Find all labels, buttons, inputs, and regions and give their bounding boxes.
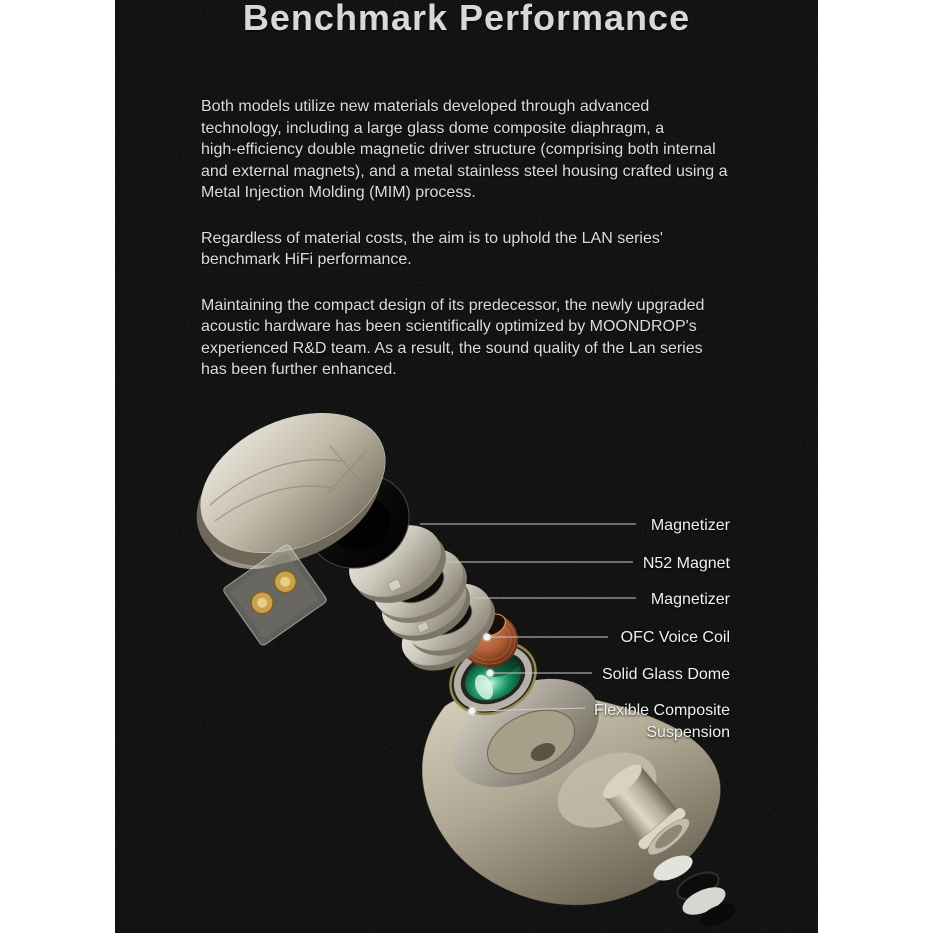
paragraph-benchmark: Regardless of material costs, the aim is… — [201, 229, 663, 269]
leader-lines — [420, 523, 636, 716]
paragraph-materials: Both models utilize new materials develo… — [201, 98, 728, 201]
content-panel: Benchmark Performance Both models utiliz… — [115, 0, 818, 933]
2pin-connector — [223, 544, 327, 646]
magnet-stack — [349, 525, 495, 671]
faceplate-shell — [196, 412, 386, 570]
faceplate-engraving — [209, 445, 370, 522]
label-solid-glass-dome: Solid Glass Dome — [601, 666, 730, 683]
nozzle-mesh-discs — [653, 855, 736, 927]
description-text: Both models utilize new materials develo… — [201, 96, 766, 405]
label-ofc-voice-coil: OFC Voice Coil — [620, 629, 730, 646]
leader-dot — [485, 668, 495, 678]
leader-dot — [482, 632, 492, 642]
leader-dot — [467, 706, 477, 716]
page-title: Benchmark Performance — [242, 0, 691, 38]
driver-housing-body — [422, 678, 736, 927]
label-n52-magnet: N52 Magnet — [642, 555, 730, 572]
paragraph-optimized: Maintaining the compact design of its pr… — [201, 296, 705, 379]
exploded-diagram-illustration — [115, 0, 818, 933]
panel-background-texture — [115, 0, 818, 933]
label-flexible-composite-suspension: Flexible Composite Suspension — [593, 702, 730, 741]
leader-flexible-suspension — [471, 707, 586, 712]
label-magnetizer-bottom: Magnetizer — [650, 591, 730, 608]
label-magnetizer-top: Magnetizer — [650, 517, 730, 534]
nozzle — [603, 764, 690, 855]
